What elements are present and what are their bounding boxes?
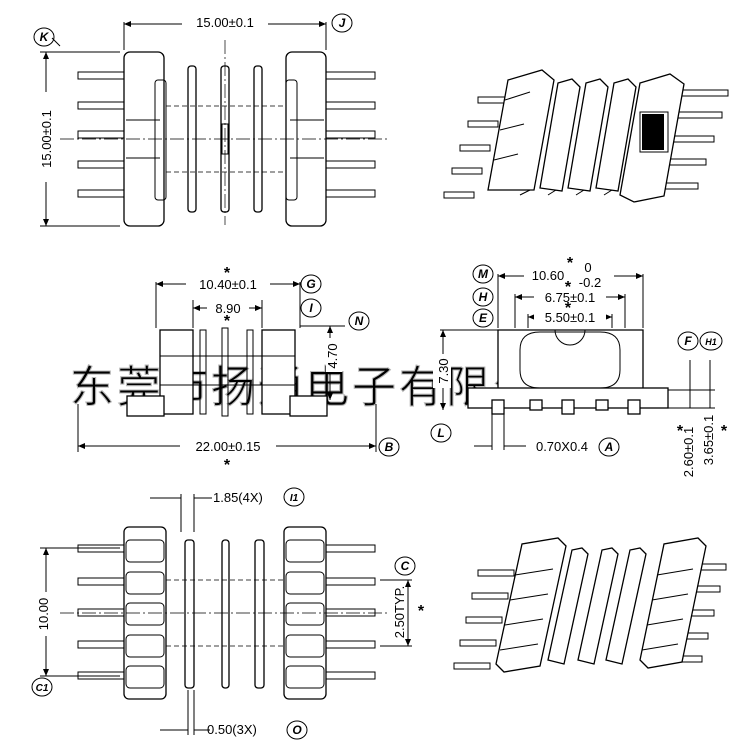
label-e: E (479, 311, 488, 325)
label-i: I (309, 301, 313, 315)
dim-front-inner: 10.40±0.1 (199, 277, 257, 292)
label-n: N (355, 314, 364, 328)
critical-mark: * (567, 255, 574, 272)
dim-bottom-height: 10.00 (36, 598, 51, 631)
bottom-view: 1.85(4X) I1 10.00 C1 2.50TYP. * C 0.50(3… (31, 487, 425, 740)
front-view: 4.70 10.40±0.1 * 8.90 * 22.00±0.15 * G I… (77, 265, 400, 474)
label-j: J (339, 16, 346, 30)
dim-pin-offset1: 2.60±0.1 (681, 427, 696, 478)
critical-mark: * (418, 603, 425, 620)
dim-side-tol-lower: -0.2 (579, 275, 601, 290)
label-o: O (292, 723, 302, 737)
top-view: 15.00±0.1 15.00±0.1 K J (33, 13, 390, 227)
dim-front-height: 4.70 (325, 343, 340, 368)
label-k: K (40, 30, 50, 44)
critical-mark: * (677, 423, 684, 440)
dim-pin-size: 0.70X0.4 (536, 439, 588, 454)
label-c1: C1 (36, 683, 49, 694)
label-c: C (401, 559, 410, 573)
label-i1: I1 (290, 493, 299, 504)
isometric-view-bottom (453, 537, 727, 673)
label-m: M (478, 267, 489, 281)
dim-front-slot: 8.90 (215, 301, 240, 316)
label-b: B (385, 440, 394, 454)
critical-mark: * (721, 423, 728, 440)
dim-top-width: 15.00±0.1 (196, 15, 254, 30)
dim-wall: 0.50(3X) (207, 722, 257, 737)
side-view: 10.60 0 -0.2 * 6.75±0.1 * 5.50±0.1 * 7.3… (430, 255, 728, 478)
isometric-view-top (443, 69, 729, 203)
dim-side-height: 7.30 (436, 358, 451, 383)
dim-pin-offset2: 3.65±0.1 (701, 415, 716, 466)
critical-mark: * (224, 265, 231, 282)
critical-mark: * (224, 313, 231, 330)
dim-flange: 1.85(4X) (213, 490, 263, 505)
label-f: F (684, 334, 692, 348)
critical-mark: * (224, 457, 231, 474)
dim-side-tol-upper: 0 (584, 260, 591, 275)
dim-top-height: 15.00±0.1 (39, 110, 54, 168)
critical-mark: * (565, 300, 572, 317)
critical-mark: * (565, 279, 572, 296)
dim-side-mid: 6.75±0.1 (545, 290, 596, 305)
dim-side-inner: 5.50±0.1 (545, 310, 596, 325)
label-h1: H1 (705, 337, 717, 347)
dim-side-width: 10.60 (532, 268, 565, 283)
label-a: A (604, 440, 614, 454)
dim-pitch: 2.50TYP. (392, 586, 407, 639)
label-h: H (479, 290, 488, 304)
label-l: L (437, 426, 444, 440)
dim-front-total: 22.00±0.15 (196, 439, 261, 454)
label-g: G (306, 277, 315, 291)
